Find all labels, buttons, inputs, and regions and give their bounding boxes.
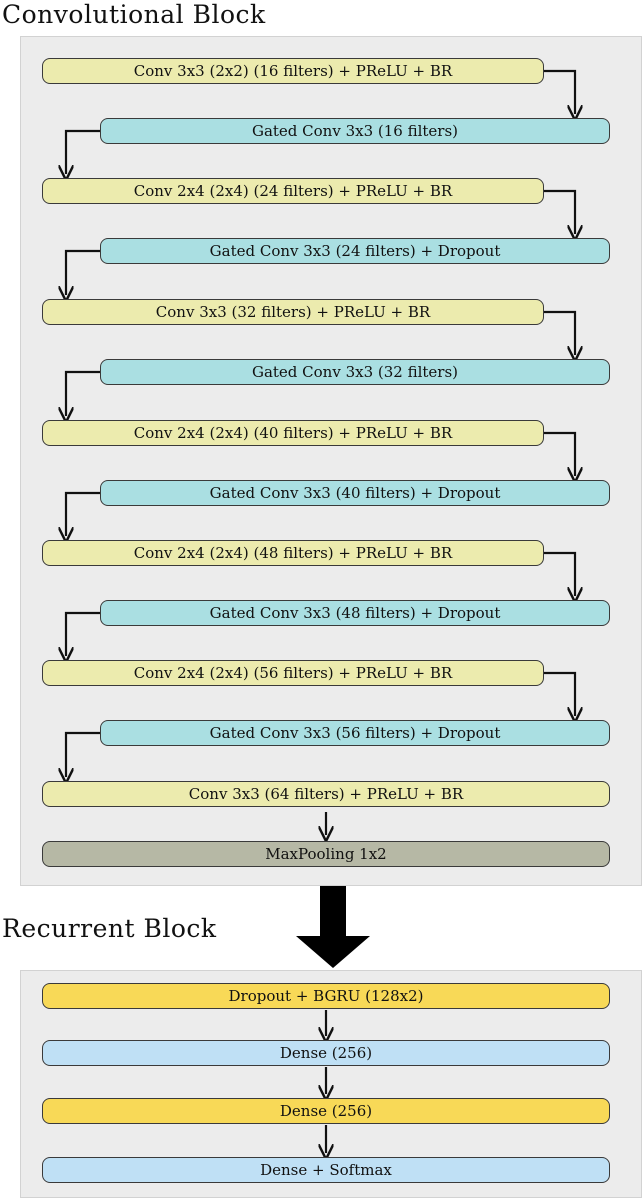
conv-layer-1: Conv 3x3 (2x2) (16 filters) + PReLU + BR [42,58,544,84]
gated-conv-layer-3: Gated Conv 3x3 (32 filters) [100,359,610,385]
connector-arrow [66,370,100,416]
gated-conv-layer-5: Gated Conv 3x3 (48 filters) + Dropout [100,600,610,626]
conv-block-title: Convolutional Block [2,0,266,29]
conv-layer-3: Conv 3x3 (32 filters) + PReLU + BR [42,299,544,325]
conv-connectors [66,69,575,777]
connector-arrow [544,189,575,234]
conv-layer-4: Conv 2x4 (2x4) (40 filters) + PReLU + BR [42,420,544,446]
big-down-arrow [296,886,370,968]
recurrent-block-title: Recurrent Block [2,914,217,943]
conv-layer-7: Conv 3x3 (64 filters) + PReLU + BR [42,781,610,807]
connector-arrow [544,310,575,355]
gated-conv-layer-6: Gated Conv 3x3 (56 filters) + Dropout [100,720,610,746]
maxpooling-layer: MaxPooling 1x2 [42,841,610,867]
gated-conv-layer-4: Gated Conv 3x3 (40 filters) + Dropout [100,480,610,506]
connector-arrow [66,129,100,174]
connector-arrow [66,491,100,536]
connector-arrow [544,431,575,476]
bgru-layer: Dropout + BGRU (128x2) [42,983,610,1009]
connector-arrow [544,551,575,596]
connector-arrow [66,611,100,656]
gated-conv-layer-1: Gated Conv 3x3 (16 filters) [100,118,610,144]
dense-layer-2: Dense (256) [42,1098,610,1124]
conv-layer-6: Conv 2x4 (2x4) (56 filters) + PReLU + BR [42,660,544,686]
dense-layer-1: Dense (256) [42,1040,610,1066]
conv-layer-2: Conv 2x4 (2x4) (24 filters) + PReLU + BR [42,178,544,204]
connector-arrow [544,671,575,716]
gated-conv-layer-2: Gated Conv 3x3 (24 filters) + Dropout [100,238,610,264]
conv-layer-5: Conv 2x4 (2x4) (48 filters) + PReLU + BR [42,540,544,566]
connector-arrow [66,249,100,295]
connector-arrow [66,731,100,777]
connector-arrow [544,69,575,114]
softmax-layer: Dense + Softmax [42,1157,610,1183]
